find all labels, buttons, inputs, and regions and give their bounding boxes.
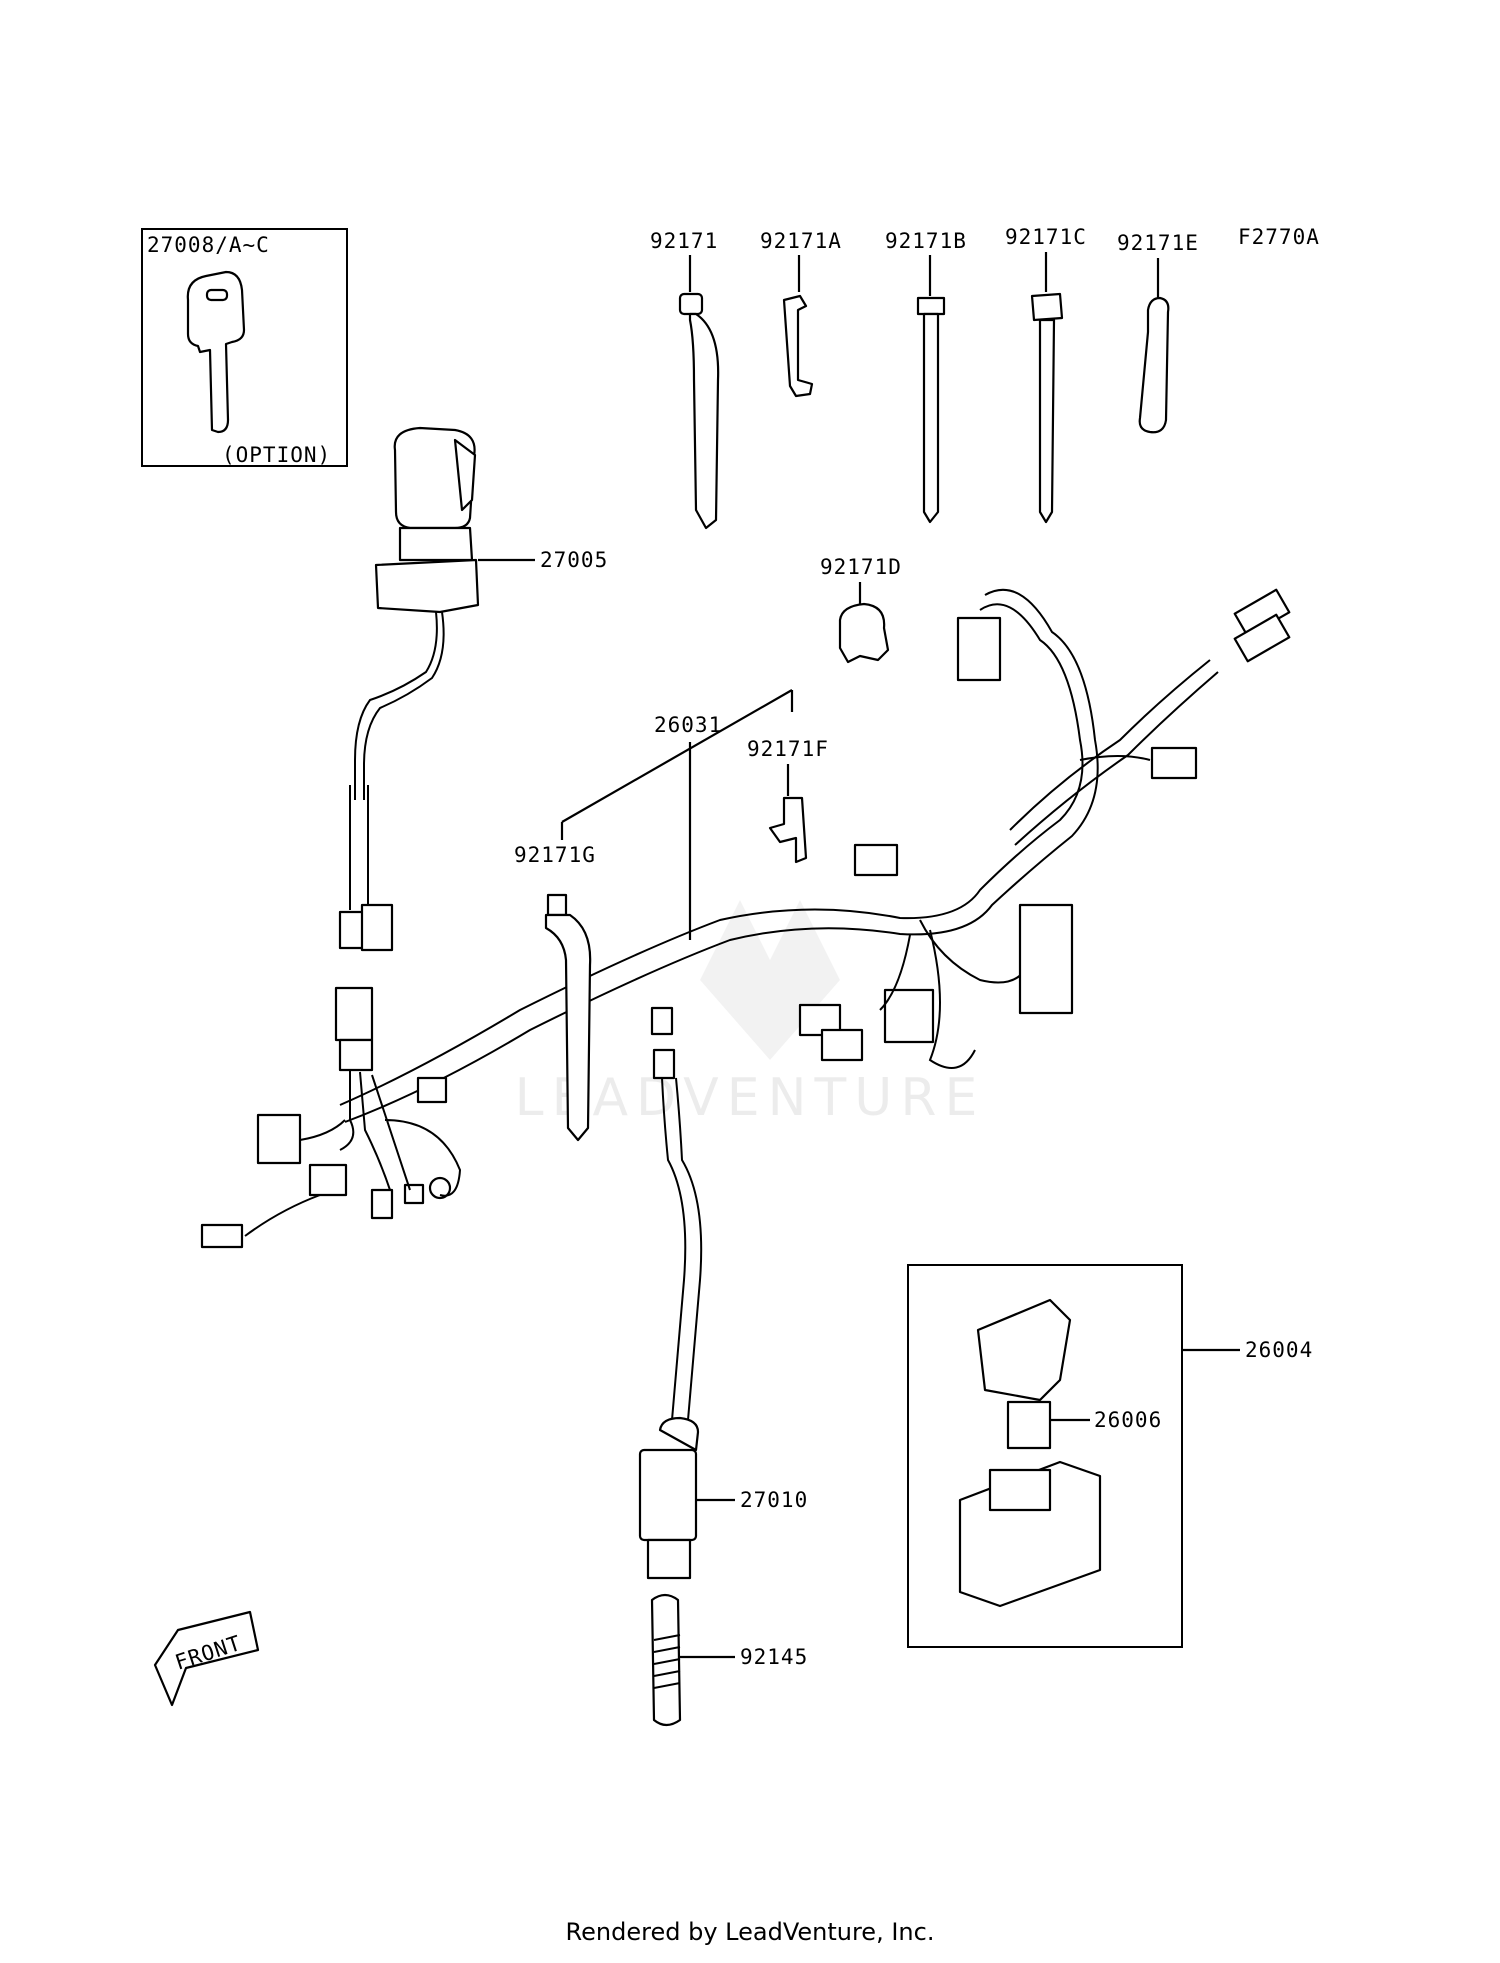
harness-trunk-upper-edge xyxy=(339,603,1084,1106)
clamp-92171f-group[interactable]: 92171F xyxy=(747,737,829,864)
callout-clamp-92171c: 92171C xyxy=(1005,225,1087,249)
clamp-92171e-icon xyxy=(1138,296,1170,434)
ignition-switch-wire xyxy=(354,611,438,800)
callout-relay-assy: 26004 xyxy=(1245,1338,1313,1362)
ignition-switch-wire-2 xyxy=(363,611,445,800)
clamp-92171b-strap xyxy=(922,312,940,524)
harness-connector-right xyxy=(1150,746,1198,780)
ignition-switch-cap xyxy=(393,426,476,530)
callout-key: 27008/A~C xyxy=(147,233,270,257)
clamp-92171a-group[interactable]: 92171A xyxy=(760,229,842,398)
footer: Rendered by LeadVenture, Inc. xyxy=(565,1918,935,1946)
leader-92171g-diagonal xyxy=(561,689,793,823)
clamp-92171-strap xyxy=(688,312,720,530)
callout-clamp-92171: 92171 xyxy=(650,229,718,253)
front-arrow: FRONT xyxy=(153,1610,260,1707)
harness-connector-mid-4 xyxy=(820,1028,864,1062)
neutral-switch-group[interactable]: 27010 xyxy=(638,1006,808,1580)
callout-clamp-92171f: 92171F xyxy=(747,737,829,761)
clamp-92171c-head xyxy=(1030,292,1064,322)
harness-connector-block xyxy=(1018,903,1074,1015)
ignition-switch-wire-lower xyxy=(349,785,369,910)
key-group[interactable]: 27008/A~C (OPTION) xyxy=(141,228,348,467)
spring-coils xyxy=(653,1634,681,1689)
ignition-switch-tab xyxy=(453,438,477,512)
harness-trunk-lower-edge xyxy=(344,588,1099,1123)
neutral-switch-connector-b xyxy=(652,1048,676,1080)
ignition-switch-group[interactable]: 27005 xyxy=(338,426,608,952)
callout-clamp-92171e: 92171E xyxy=(1117,231,1199,255)
callout-fuse: 26006 xyxy=(1094,1408,1162,1432)
harness-connector-left-5 xyxy=(200,1223,244,1249)
harness-clip-left xyxy=(416,1076,448,1104)
key-icon xyxy=(186,270,246,434)
clamp-92171c-strap xyxy=(1038,318,1056,524)
callout-clamp-92171g: 92171G xyxy=(514,843,596,867)
harness-branch-mid xyxy=(919,919,1031,984)
harness-left-wires xyxy=(244,1070,462,1237)
key-option-box xyxy=(141,228,348,467)
harness-connector-mid-1 xyxy=(853,843,899,877)
harness-branch-mid-2 xyxy=(879,929,976,1069)
harness-connector-top xyxy=(956,616,1002,682)
neutral-switch-wire xyxy=(661,1077,703,1421)
key-hole xyxy=(205,288,229,302)
relay-cover-icon xyxy=(976,1298,1072,1402)
front-arrow-icon xyxy=(153,1610,260,1707)
clamp-92171g-group[interactable]: 92171G xyxy=(514,689,794,1142)
clamp-92171-group[interactable]: 92171 xyxy=(650,229,720,530)
neutral-switch-body xyxy=(638,1448,698,1542)
fuse-icon xyxy=(1006,1400,1052,1450)
clamp-92171-head xyxy=(678,292,704,316)
clamp-92171d-group[interactable]: 92171D xyxy=(820,555,902,664)
callout-clamp-92171a: 92171A xyxy=(760,229,842,253)
clamp-92171g-strap xyxy=(544,913,592,1142)
ignition-switch-base xyxy=(374,558,480,614)
callout-clamp-92171b: 92171B xyxy=(885,229,967,253)
harness-connector-left-7 xyxy=(403,1183,425,1205)
harness-branch-small xyxy=(1079,755,1151,761)
ignition-switch-body xyxy=(398,526,474,562)
clamp-92171f-icon xyxy=(768,796,808,864)
key-option-label: (OPTION) xyxy=(222,443,331,467)
callout-spring: 92145 xyxy=(740,1645,808,1669)
harness-connector-left-1 xyxy=(334,986,374,1042)
relay-top-socket xyxy=(988,1468,1052,1512)
neutral-switch-connector-a xyxy=(650,1006,674,1036)
neutral-switch-boot xyxy=(658,1416,700,1452)
callout-main-harness: 26031 xyxy=(654,713,722,737)
callout-ignition-switch: 27005 xyxy=(540,548,608,572)
neutral-switch-thread xyxy=(646,1538,692,1580)
relay-box xyxy=(907,1264,1183,1648)
harness-connector-left-6 xyxy=(370,1188,394,1220)
clamp-92171a-icon xyxy=(782,294,814,398)
clamp-92171b-head xyxy=(916,296,946,316)
harness-branch-right xyxy=(1009,659,1219,846)
clamp-92171e-group[interactable]: 92171E xyxy=(1117,231,1199,434)
ignition-switch-connector-2 xyxy=(360,903,394,952)
harness-connector-mid-2 xyxy=(883,988,935,1044)
harness-connector-left-4 xyxy=(308,1163,348,1197)
clamp-92171c-group[interactable]: 92171C xyxy=(1005,225,1087,524)
main-harness-group[interactable]: 26031 xyxy=(200,588,1291,1249)
callout-neutral-switch: 27010 xyxy=(740,1488,808,1512)
watermark: LEADVENTURE xyxy=(515,900,986,1128)
harness-connector-mid-3 xyxy=(798,1003,842,1037)
clamp-92171b-group[interactable]: 92171B xyxy=(885,229,967,524)
spring-body xyxy=(650,1593,682,1727)
harness-terminal-2 xyxy=(1233,613,1291,663)
clamp-92171g-bolt xyxy=(546,893,568,917)
harness-ground-terminal xyxy=(428,1176,452,1200)
callout-clamp-92171d: 92171D xyxy=(820,555,902,579)
harness-connector-left-3 xyxy=(256,1113,302,1165)
watermark-text: LEADVENTURE xyxy=(515,1068,986,1128)
harness-connector-left-2 xyxy=(338,1038,374,1072)
spring-group[interactable]: 92145 xyxy=(650,1593,808,1727)
relay-group[interactable]: 26004 26006 xyxy=(907,1264,1313,1648)
clamp-92171d-icon xyxy=(838,602,890,664)
figure-code: F2770A xyxy=(1238,225,1320,249)
